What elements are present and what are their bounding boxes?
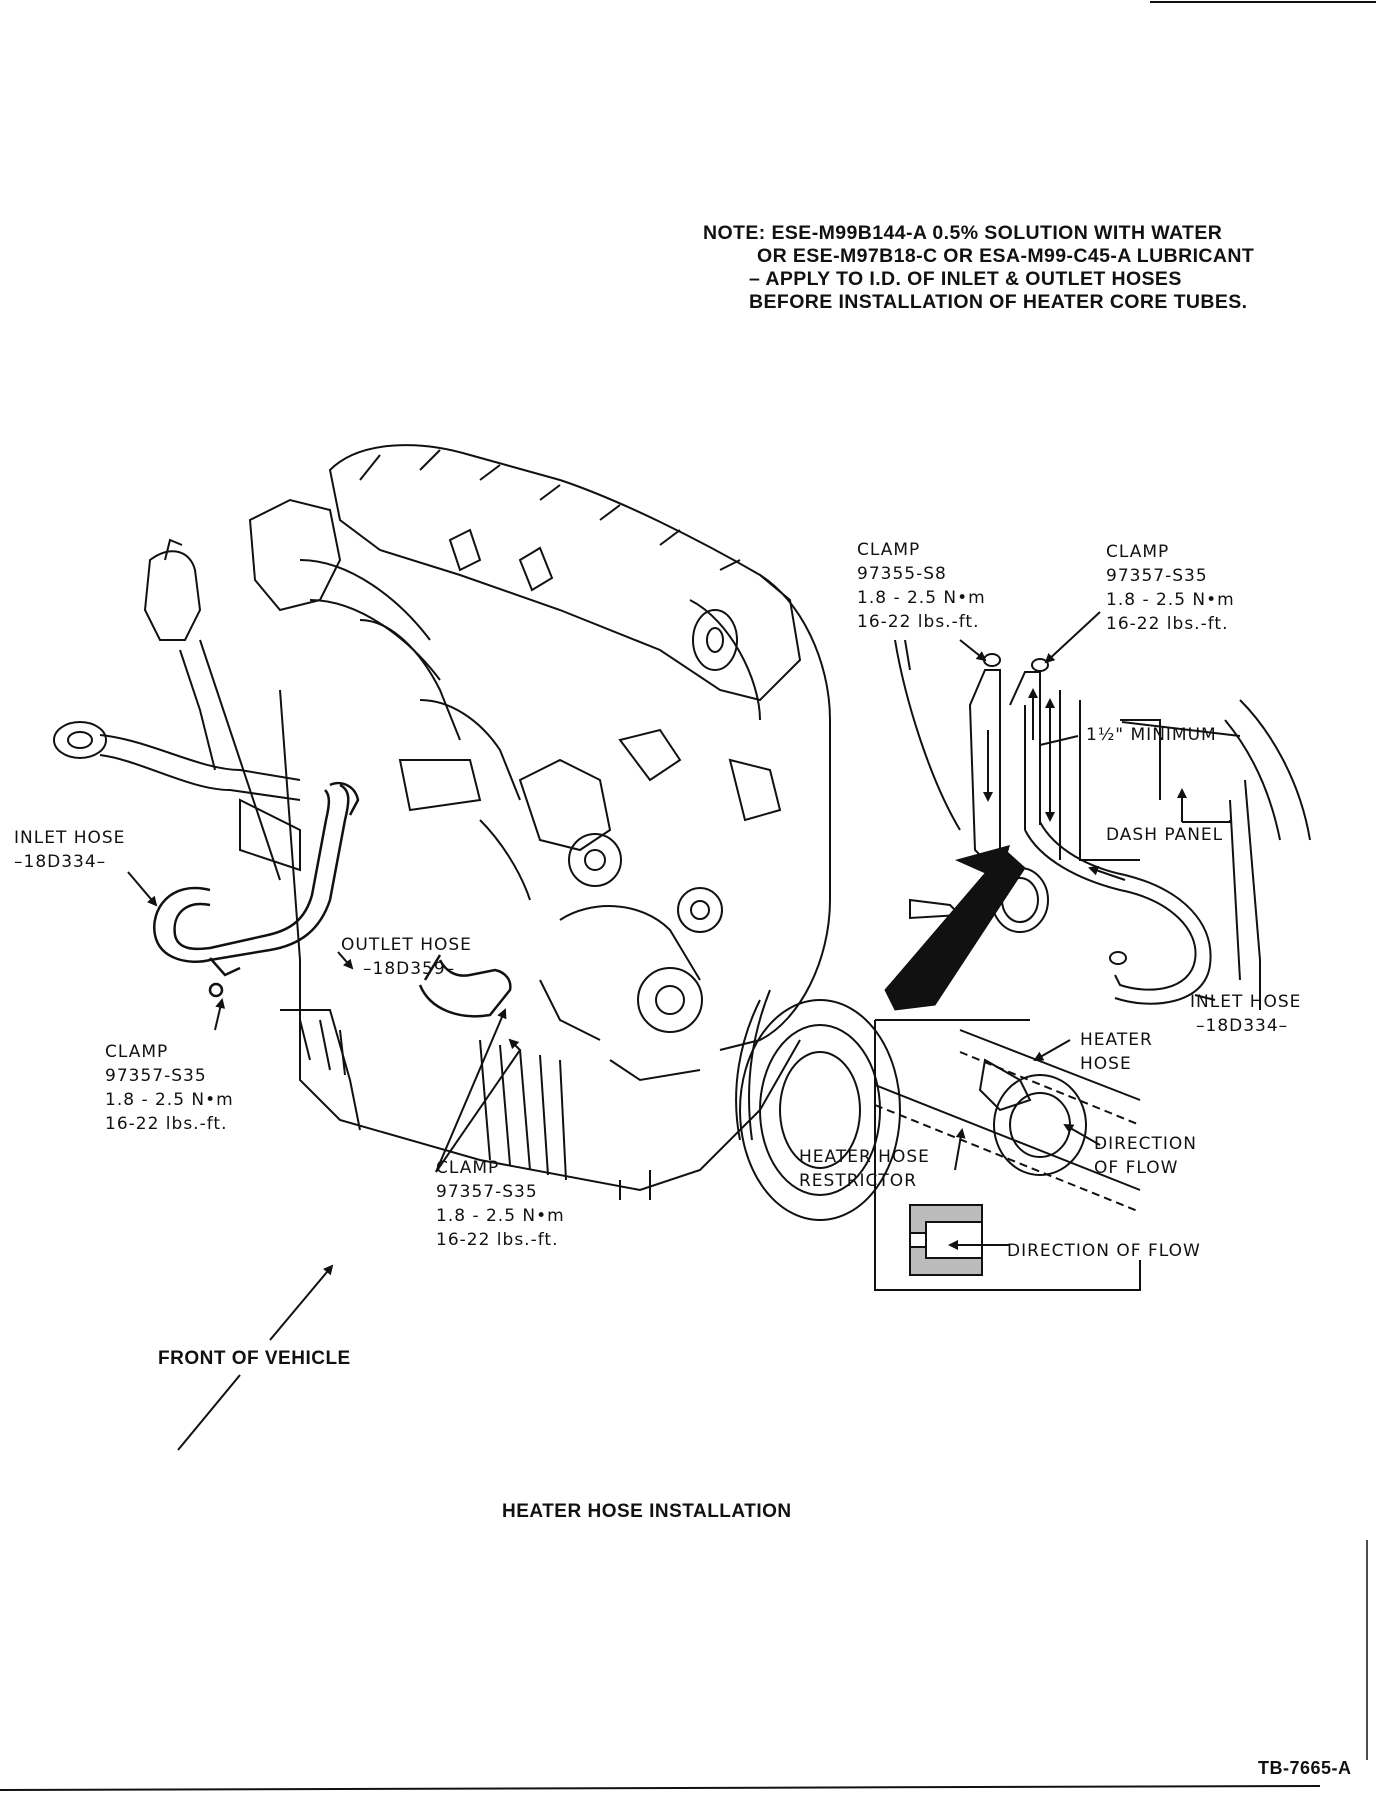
heater-hose-line-2: HOSE — [1080, 1054, 1132, 1074]
clamp-name: CLAMP — [436, 1158, 500, 1178]
clamp-torque-lbft: 16-22 lbs.-ft. — [436, 1230, 559, 1250]
restrictor-line-1: HEATER HOSE — [799, 1147, 930, 1167]
clamp-part-number: 97355-S8 — [857, 564, 947, 584]
note-line-1: NOTE: ESE-M99B144-A 0.5% SOLUTION WITH W… — [703, 222, 1223, 244]
clamp-name: CLAMP — [105, 1042, 169, 1062]
outlet-hose-label: OUTLET HOSE –18D359– — [341, 933, 472, 981]
heater-hose-label: HEATER HOSE — [1080, 1028, 1153, 1076]
front-of-vehicle-arrow — [177, 1264, 334, 1451]
hose-part-number: –18D359– — [363, 959, 456, 979]
clamp-torque-nm: 1.8 - 2.5 N•m — [105, 1090, 234, 1110]
outlet-hose-drawing — [418, 954, 512, 1018]
inset-pointer-arrow — [884, 849, 1026, 1011]
dash-panel-label: DASH PANEL — [1106, 825, 1224, 845]
clamp-torque-nm: 1.8 - 2.5 N•m — [436, 1206, 565, 1226]
note-line-3: – APPLY TO I.D. OF INLET & OUTLET HOSES — [749, 268, 1182, 290]
restrictor-inset-box — [874, 1019, 1141, 1291]
hose-part-number: –18D334– — [14, 852, 107, 872]
hose-part-number: –18D334– — [1196, 1016, 1289, 1036]
clamp-torque-lbft: 16-22 lbs.-ft. — [105, 1114, 228, 1134]
note-line-4: BEFORE INSTALLATION OF HEATER CORE TUBES… — [749, 291, 1248, 313]
minimum-clearance-label: 1½" MINIMUM — [1086, 725, 1217, 745]
figure-id: TB-7665-A — [1258, 1758, 1352, 1778]
clamp-part-number: 97357-S35 — [105, 1066, 207, 1086]
bottom-edge-line — [0, 1785, 1321, 1791]
clamp-part-number: 97357-S35 — [1106, 566, 1208, 586]
clamp-top-right-label: CLAMP 97357-S35 1.8 - 2.5 N•m 16-22 lbs.… — [1106, 540, 1235, 636]
inlet-hose-right-label: INLET HOSE –18D334– — [1190, 990, 1301, 1038]
clamp-part-number: 97357-S35 — [436, 1182, 538, 1202]
clamp-top-left-label: CLAMP 97355-S8 1.8 - 2.5 N•m 16-22 lbs.-… — [857, 538, 986, 634]
clamp-name: CLAMP — [857, 540, 921, 560]
clamp-name: CLAMP — [1106, 542, 1170, 562]
direction-line-2: OF FLOW — [1094, 1158, 1179, 1178]
hose-name: INLET HOSE — [1190, 992, 1302, 1012]
clamp-torque-lbft: 16-22 lbs.-ft. — [1106, 614, 1229, 634]
clamp-torque-nm: 1.8 - 2.5 N•m — [1106, 590, 1235, 610]
engine-illustration — [53, 444, 901, 1221]
heater-core-tubes-drawing — [894, 639, 1311, 1010]
heater-hose-restrictor-label: HEATER HOSE RESTRICTOR — [799, 1145, 930, 1193]
clamp-torque-lbft: 16-22 lbs.-ft. — [857, 612, 980, 632]
inlet-hose-left-drawing — [153, 781, 360, 998]
lubricant-note: NOTE: ESE-M99B144-A 0.5% SOLUTION WITH W… — [703, 222, 1254, 314]
figure-caption: HEATER HOSE INSTALLATION — [502, 1501, 792, 1522]
heater-hose-line-1: HEATER — [1080, 1030, 1153, 1050]
inlet-hose-left-label: INLET HOSE –18D334– — [14, 826, 125, 874]
restrictor-line-2: RESTRICTOR — [799, 1171, 918, 1191]
hose-name: OUTLET HOSE — [341, 935, 472, 955]
note-line-2: OR ESE-M97B18-C OR ESA-M99-C45-A LUBRICA… — [757, 245, 1255, 267]
leader-lines — [127, 611, 1241, 1250]
direction-of-flow-lower-label: DIRECTION OF FLOW — [1007, 1241, 1201, 1261]
clamp-lower-center-label: CLAMP 97357-S35 1.8 - 2.5 N•m 16-22 lbs.… — [436, 1156, 565, 1252]
hose-name: INLET HOSE — [14, 828, 126, 848]
direction-line-1: DIRECTION — [1094, 1134, 1198, 1154]
front-of-vehicle-label: FRONT OF VEHICLE — [158, 1348, 351, 1369]
direction-of-flow-upper-label: DIRECTION OF FLOW — [1094, 1132, 1197, 1180]
clamp-torque-nm: 1.8 - 2.5 N•m — [857, 588, 986, 608]
clamp-lower-left-label: CLAMP 97357-S35 1.8 - 2.5 N•m 16-22 lbs.… — [105, 1040, 234, 1136]
